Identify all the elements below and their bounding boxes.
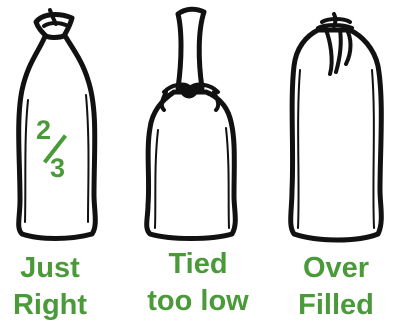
bag-tied-too-low-body	[147, 92, 236, 239]
caption-over-filled-line1: Over	[280, 250, 392, 287]
caption-just-right-line2: Right	[0, 287, 100, 324]
caption-tied-too-low-line2: too low	[130, 283, 266, 320]
caption-tied-too-low: Tied too low	[130, 246, 266, 320]
bag-tied-too-low	[147, 9, 236, 238]
bag-over-filled	[291, 14, 382, 240]
bag-tied-too-low-neck	[178, 9, 204, 88]
bag-over-filled-body	[291, 30, 382, 240]
caption-just-right: Just Right	[0, 250, 100, 324]
caption-over-filled-line2: Filled	[280, 287, 392, 324]
caption-tied-too-low-line1: Tied	[130, 246, 266, 283]
fraction-denominator: 3	[50, 154, 65, 182]
fill-level-fraction: 2 3	[30, 116, 70, 186]
caption-over-filled: Over Filled	[280, 250, 392, 324]
fraction-numerator: 2	[36, 116, 51, 144]
caption-just-right-line1: Just	[0, 250, 100, 287]
